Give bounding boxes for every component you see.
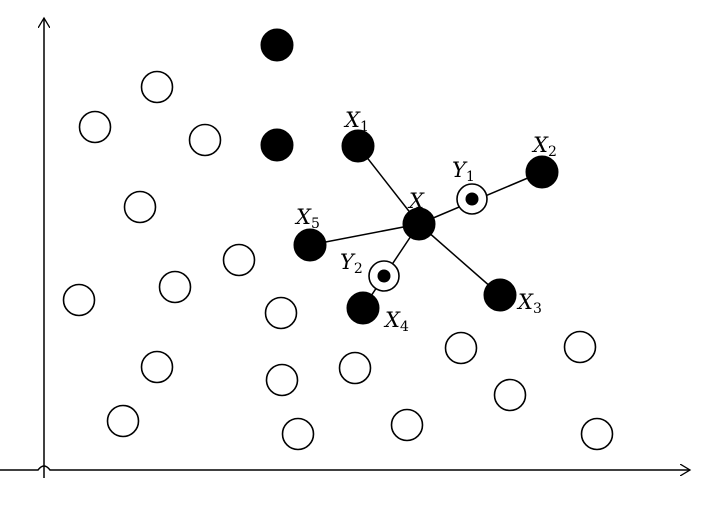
hollow-point — [106, 404, 140, 438]
synthetic-point-y1 — [456, 183, 488, 215]
label-y1: Y1 — [452, 158, 475, 185]
hollow-point — [140, 350, 174, 384]
label-x2: X2 — [531, 133, 557, 160]
synthetic-points — [368, 183, 488, 292]
hollow-point — [188, 123, 222, 157]
line-x-x1 — [357, 145, 420, 225]
hollow-point — [444, 331, 478, 365]
hollow-point — [222, 243, 256, 277]
hollow-point — [563, 330, 597, 364]
hollow-point — [158, 270, 192, 304]
hollow-point — [140, 70, 174, 104]
filled-point-x4 — [346, 291, 380, 325]
filled-point-x2 — [525, 155, 559, 189]
filled-point-x5 — [293, 228, 327, 262]
hollow-point — [281, 417, 315, 451]
hollow-point — [493, 378, 527, 412]
filled-point — [260, 128, 294, 162]
hollow-point — [338, 351, 372, 385]
filled-point — [260, 28, 294, 62]
label-y2: Y2 — [340, 250, 363, 277]
hollow-points — [62, 70, 614, 451]
filled-point-x — [402, 207, 436, 241]
label-x: X — [407, 189, 425, 213]
line-x-x3 — [418, 223, 501, 296]
label-x5: X5 — [294, 205, 320, 232]
filled-point-x3 — [483, 278, 517, 312]
label-x1: X1 — [343, 108, 369, 135]
hollow-point — [265, 363, 299, 397]
hollow-point — [62, 283, 96, 317]
hollow-point — [78, 110, 112, 144]
filled-points — [260, 28, 559, 325]
label-x3: X3 — [516, 290, 542, 317]
hollow-point — [390, 408, 424, 442]
label-x4: X4 — [383, 308, 409, 335]
filled-point-x1 — [341, 129, 375, 163]
labels: X1 X2 X Y1 X5 Y2 X3 X4 — [294, 108, 557, 335]
line-x-x5 — [309, 223, 420, 246]
axes — [0, 18, 690, 478]
x-axis — [0, 466, 690, 470]
hollow-point — [580, 417, 614, 451]
hollow-point — [264, 296, 298, 330]
synthetic-point-y2 — [368, 260, 400, 292]
hollow-point — [123, 190, 157, 224]
